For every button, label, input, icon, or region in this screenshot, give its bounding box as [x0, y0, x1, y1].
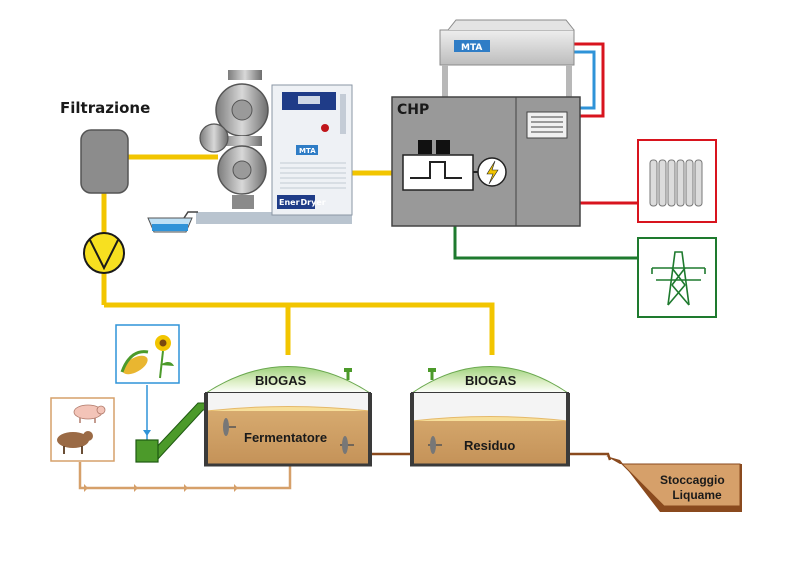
lightning-icon [477, 157, 507, 187]
digestate-lines [365, 452, 612, 461]
cooler-hot-line [574, 42, 605, 118]
mta-badge-dryer: MTA [299, 147, 316, 155]
residuo-label: Residuo [464, 438, 515, 453]
radiator-icon [637, 139, 717, 223]
enerdryer-brand: EnerDryer [279, 198, 326, 207]
filter-unit [80, 129, 129, 194]
fermentatore-tank [204, 366, 372, 467]
biogas-label-1: BIOGAS [255, 373, 307, 388]
filtrazione-label: Filtrazione [60, 99, 150, 117]
electric-line [453, 226, 638, 260]
corn-sunflower-icon [120, 335, 174, 379]
feeder-hopper [135, 402, 213, 463]
substrate-arrows [84, 430, 294, 492]
crops-box [115, 324, 180, 384]
dry-cooler: MTA [439, 19, 575, 97]
stoccaggio-liquame-tank [606, 456, 742, 512]
residuo-tank [410, 366, 570, 467]
gas-pipes [101, 154, 495, 355]
animals-box [50, 397, 115, 462]
power-pylon-icon [637, 237, 717, 318]
stoccaggio-label: Stoccaggio Liquame [660, 473, 728, 502]
cooler-cold-line [574, 50, 596, 110]
pump-icon [83, 232, 125, 274]
ener-dryer-unit: MTA EnerDryer [147, 70, 353, 233]
chp-label: CHP [397, 102, 429, 118]
biogas-label-2: BIOGAS [465, 373, 517, 388]
fermentatore-label: Fermentatore [244, 430, 327, 445]
mta-badge-cooler: MTA [461, 43, 482, 53]
chp-unit [391, 96, 581, 227]
pig-icon [57, 404, 106, 454]
